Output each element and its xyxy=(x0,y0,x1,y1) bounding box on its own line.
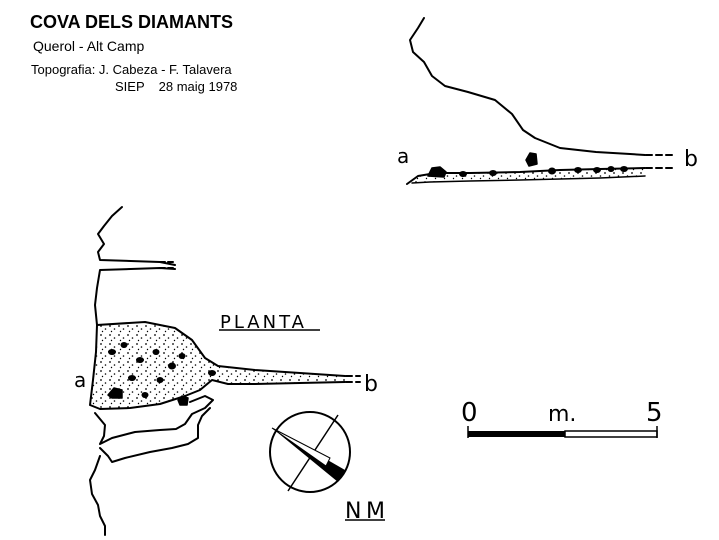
plan-pebble xyxy=(156,377,164,383)
plan-pebble xyxy=(120,342,128,348)
section-pebble xyxy=(620,166,628,172)
plan-label-b: b xyxy=(364,372,378,397)
plan-pebble xyxy=(208,370,216,376)
plan-boulder xyxy=(107,387,123,399)
section-label-b: b xyxy=(684,147,698,172)
scale-label-unit: m. xyxy=(548,402,576,427)
scale-label-end: 5 xyxy=(646,398,663,428)
section-floor-lower xyxy=(411,175,646,184)
north-arrow xyxy=(269,411,351,493)
plan-pebble xyxy=(168,362,176,370)
section-boulder xyxy=(427,166,447,178)
credits-text: Topografia: J. Cabeza - F. Talavera xyxy=(31,62,232,77)
location-text: Querol - Alt Camp xyxy=(33,38,145,54)
plan-label-a: a xyxy=(74,368,86,392)
section-rock xyxy=(525,152,538,167)
section-profile xyxy=(406,17,673,185)
plan-pebble xyxy=(178,353,186,359)
plan-view xyxy=(89,206,361,536)
scale-bar xyxy=(467,426,658,438)
section-floor-fill xyxy=(412,168,645,183)
plan-south-wall xyxy=(89,324,346,410)
plan-rock xyxy=(177,395,189,406)
plan-south-passage-lower xyxy=(99,407,211,463)
scale-bar-open xyxy=(564,430,658,438)
plan-pebble xyxy=(136,357,144,363)
section-pebble xyxy=(593,167,601,173)
plan-chamber-fill xyxy=(90,322,345,409)
date-text: 28 maig 1978 xyxy=(158,79,238,94)
compass-needle-half xyxy=(271,427,331,467)
credits-line-2: SIEP 28 maig 1978 xyxy=(115,79,251,94)
section-ceiling xyxy=(409,17,646,156)
map-title: COVA DELS DIAMANTS xyxy=(30,12,234,32)
scale-bar-solid xyxy=(468,431,565,437)
section-label-a: a xyxy=(397,144,409,168)
plan-pebble xyxy=(108,349,116,355)
section-pebble xyxy=(607,166,615,172)
plan-south-passage xyxy=(94,395,214,445)
plan-pebble xyxy=(141,392,149,398)
plan-pebble xyxy=(128,375,136,381)
section-pebble xyxy=(548,167,556,175)
scale-label-start: 0 xyxy=(461,398,478,428)
section-pebble xyxy=(489,170,497,176)
compass-circle xyxy=(269,411,351,493)
org-text: SIEP xyxy=(115,79,145,94)
section-pebble xyxy=(459,171,467,177)
plan-lower-wall xyxy=(89,455,106,536)
plan-title: PLANTA xyxy=(220,312,307,333)
section-pebble xyxy=(574,167,582,173)
compass-needle xyxy=(272,428,345,482)
plan-pebble xyxy=(152,349,160,355)
